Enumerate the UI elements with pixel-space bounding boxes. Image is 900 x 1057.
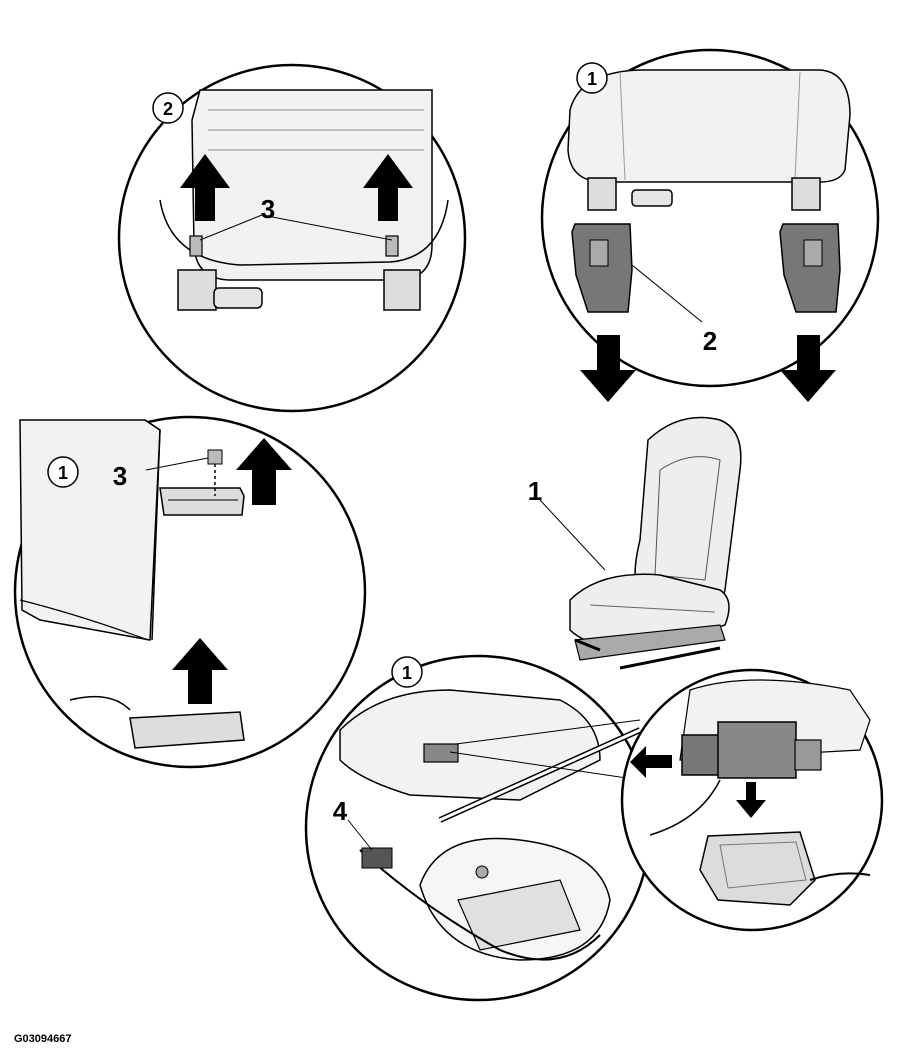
detail-bottom: 1 4 xyxy=(304,654,652,1002)
detail-mid-left: 1 3 xyxy=(13,415,367,769)
detail-mid-left-circle-label: 1 xyxy=(58,463,68,483)
detail-mid-left-callout: 3 xyxy=(113,461,127,491)
detail-bottom-circle-label: 1 xyxy=(402,663,412,683)
detail-top-left-circle-label: 2 xyxy=(163,99,173,119)
detail-top-right-circle-label: 1 xyxy=(587,69,597,89)
detail-bottom-callout: 4 xyxy=(333,796,348,826)
connector-inset xyxy=(620,668,884,932)
seat-main-callout: 1 xyxy=(528,476,542,506)
detail-top-right: 1 2 xyxy=(540,48,880,402)
figure-id: G03094667 xyxy=(14,1033,72,1045)
seat-main: 1 xyxy=(528,416,742,670)
detail-top-left: 2 3 xyxy=(117,63,467,413)
detail-top-left-callout: 3 xyxy=(261,194,275,224)
detail-top-right-callout: 2 xyxy=(703,326,717,356)
